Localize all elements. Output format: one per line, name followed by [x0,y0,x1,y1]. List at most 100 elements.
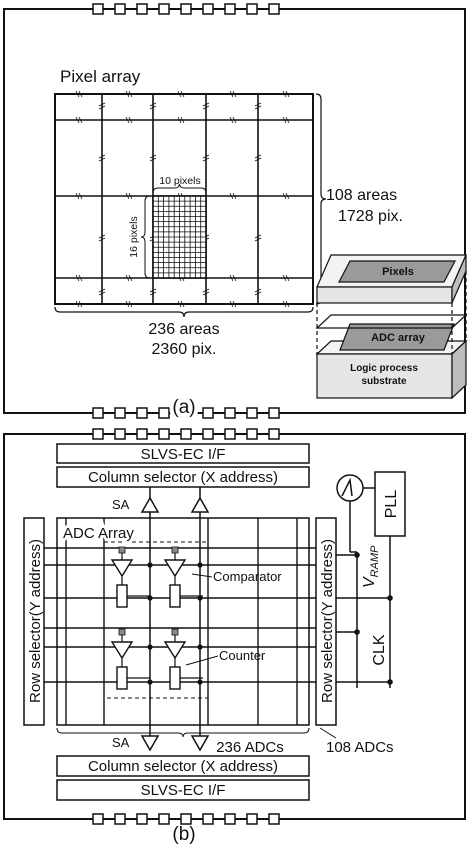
break-mark [232,300,237,308]
bond-pad [114,3,126,15]
pads-bottom-b [92,813,280,825]
break-mark [78,274,83,282]
break-mark [128,274,133,282]
break-mark [78,192,83,200]
break-mark [78,116,83,124]
slvs-bottom-box [56,779,310,801]
stack-top-label: Pixels [382,266,414,278]
break-mark [202,288,210,293]
break-mark [177,116,182,124]
counter-block [169,584,181,608]
break-mark [282,192,287,200]
counter-label: Counter [219,648,266,663]
bond-pad [136,813,148,825]
bond-pad [136,407,148,419]
bond-pad [202,428,214,440]
pll-box [374,471,406,537]
area-width-label: 10 pixels [159,175,200,187]
bond-pad [224,428,236,440]
adc-array-region [56,517,310,726]
column-selector-bottom-label: Column selector (X address) [88,758,278,775]
height-brace [140,195,151,279]
bond-pad [224,407,236,419]
pll-label: PLL [383,490,400,519]
adc-cells [110,546,203,690]
vramp-label-main: V [361,576,378,588]
break-mark [254,237,262,242]
break-mark [125,90,130,98]
break-mark [285,300,290,308]
vertical-count-line2: 1728 pix. [338,208,403,225]
row-selector-left-box [23,517,45,726]
break-mark [75,300,80,308]
pads-top-a [92,3,280,15]
break-mark [202,291,210,296]
break-mark [232,116,237,124]
slvs-top-box [56,443,310,464]
break-mark [282,116,287,124]
break-mark [285,116,290,124]
width-brace [152,183,207,194]
break-mark [128,192,133,200]
comparator-triangle [163,641,187,660]
counter-leader [185,655,219,666]
break-mark [202,105,210,110]
bond-pad [202,407,214,419]
break-mark [254,157,262,162]
bond-pad [158,407,170,419]
break-mark [202,157,210,162]
pixel-connection-pad [171,628,179,636]
sa-bottom-label: SA [112,735,130,750]
column-selector-top-box [56,466,310,488]
bond-pad [202,3,214,15]
horizontal-brace [54,306,314,318]
bond-pad [268,813,280,825]
horizontal-count-line2: 2360 pix. [152,341,217,358]
break-mark [125,300,130,308]
stack-middle-label: ADC array [371,332,426,344]
caption-b: (b) [172,824,195,845]
break-mark [128,116,133,124]
horizontal-count-line1: 236 areas [148,321,219,338]
bond-pad [268,407,280,419]
break-mark [232,192,237,200]
bond-pad [224,813,236,825]
panel-b: SLVS-EC I/F Column selector (X address) … [3,428,466,845]
counter-block [116,666,128,690]
bond-pad [246,3,258,15]
sa-top-label: SA [112,497,130,512]
bond-pad [136,3,148,15]
pixel-connection-pad [118,628,126,636]
comparator-label: Comparator [213,569,282,584]
break-mark [232,90,237,98]
break-mark [78,90,83,98]
break-mark [149,288,157,293]
bond-pad [246,407,258,419]
break-mark [254,154,262,159]
comparator-triangle [163,559,187,578]
ramp-clock-distribution [336,471,406,688]
break-mark [229,116,234,124]
area-height-label: 16 pixels [128,216,140,257]
break-mark [75,116,80,124]
break-mark [98,237,106,242]
break-mark [180,90,185,98]
break-mark [128,90,133,98]
break-mark [285,274,290,282]
comparator-triangle [110,641,134,660]
break-mark [254,234,262,239]
break-mark [202,154,210,159]
break-mark [232,274,237,282]
break-mark [282,300,287,308]
break-mark [75,90,80,98]
break-mark [125,116,130,124]
bond-pad [202,813,214,825]
break-mark [282,90,287,98]
clk-label: CLK [371,634,388,665]
break-mark [254,105,262,110]
counter-block [169,666,181,690]
bond-pad [158,428,170,440]
stack-bottom-line1: Logic process [350,363,418,374]
pixel-connection-pad [118,546,126,554]
